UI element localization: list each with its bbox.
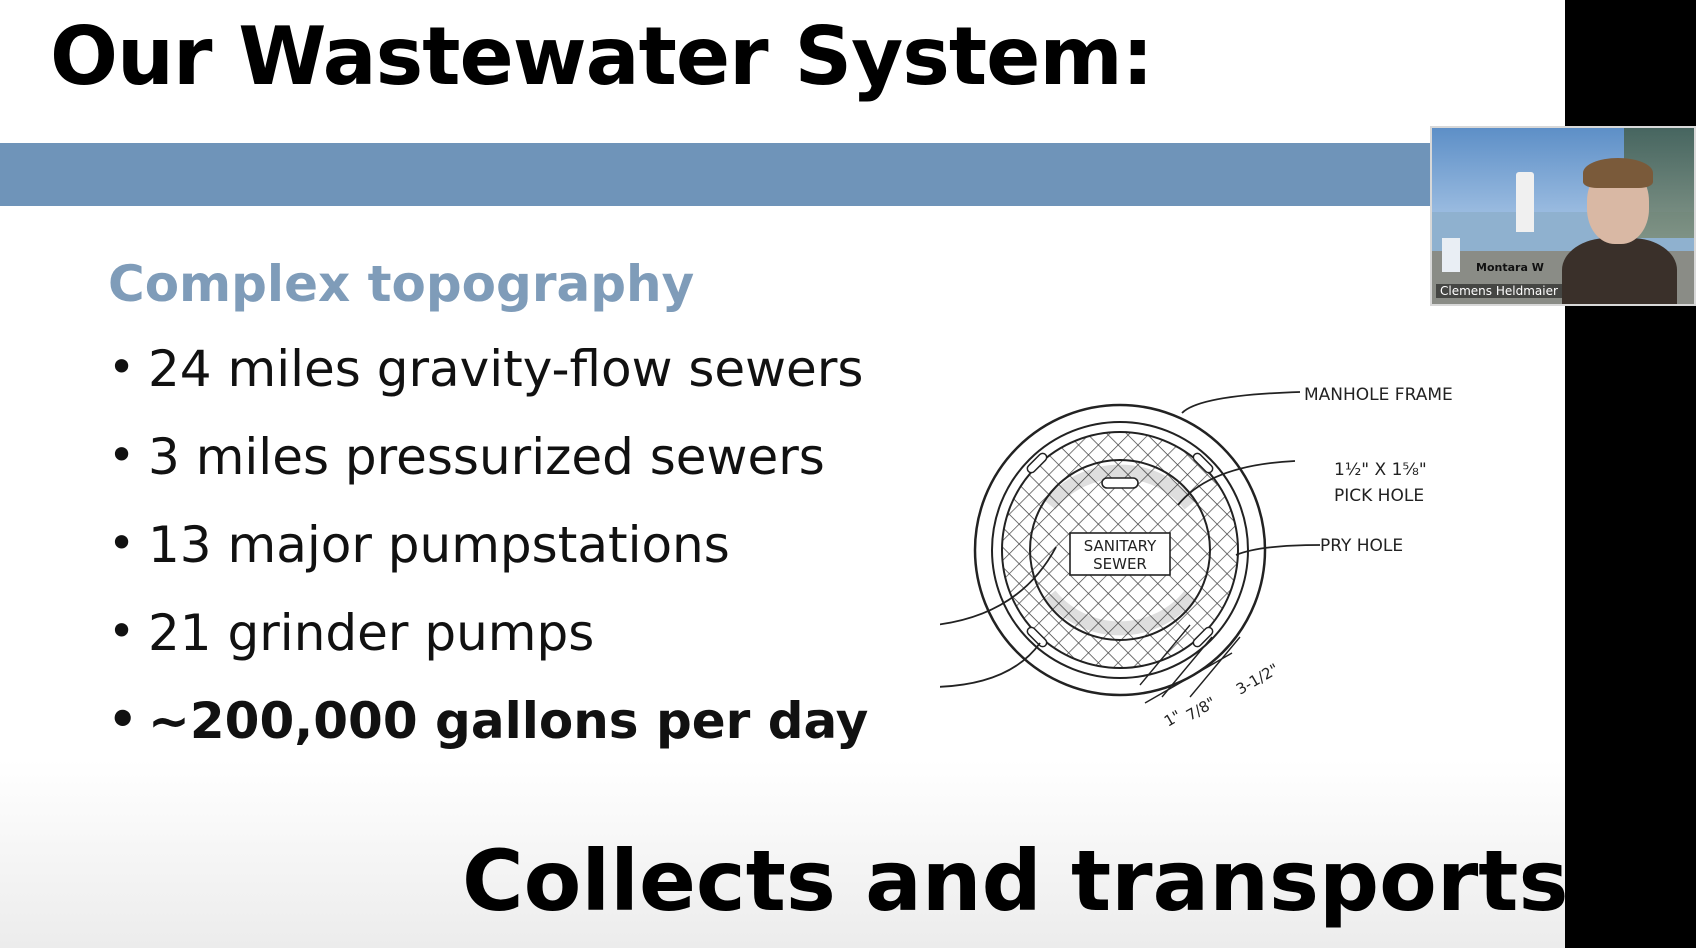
label-dim-3: 3-1/2" [1233, 660, 1282, 699]
slide-subtitle: Complex topography [108, 255, 695, 313]
bullet-item: •13 major pumpstations [108, 516, 730, 574]
participant-avatar [1557, 158, 1677, 304]
cover-arc-bottom [1044, 590, 1196, 636]
participant-video-tile[interactable]: Montara W Clemens Heldmaier [1430, 126, 1696, 306]
title-band [0, 143, 1565, 206]
bullet-dot: • [108, 692, 138, 746]
bullet-dot: • [108, 340, 136, 394]
bullet-dot: • [108, 428, 136, 482]
manhole-diagram: SANITARY SEWER MANHOLE FRAME 1½" X 1⅝" P… [940, 385, 1453, 731]
lighthouse-logo-icon [1442, 238, 1460, 272]
leader-pry-hole [1235, 544, 1321, 556]
label-pry-hole: PRY HOLE [1320, 536, 1403, 556]
bullet-list: •24 miles gravity-flow sewers •3 miles p… [108, 340, 868, 780]
frame-inner-ring [991, 421, 1249, 679]
pry-slot [1192, 452, 1214, 474]
pry-slot [1192, 626, 1214, 648]
slide-bottom-fade [0, 760, 1565, 948]
label-manhole-frame: MANHOLE FRAME [1304, 385, 1453, 405]
bullet-item: •~200,000 gallons per day [108, 692, 869, 750]
lighthouse-image [1516, 172, 1534, 232]
bullet-item: •21 grinder pumps [108, 604, 595, 662]
bullet-dot: • [108, 604, 136, 658]
cover-inner-ring [1029, 459, 1211, 641]
pick-hole [1101, 477, 1139, 489]
bullet-item: •3 miles pressurized sewers [108, 428, 825, 486]
bullet-dot: • [108, 516, 136, 570]
frame-outer-ring [973, 403, 1267, 697]
dimension-lines [1139, 624, 1241, 698]
leader-pick-hole [1177, 460, 1296, 506]
leader-manhole-frame [1181, 391, 1301, 414]
pry-slot [1026, 452, 1048, 474]
presentation-slide: Our Wastewater System: Complex topograph… [0, 0, 1565, 948]
label-pick-hole-size: 1½" X 1⅝" [1334, 460, 1427, 480]
dimension-baseline [1144, 652, 1233, 704]
participant-body [1562, 238, 1677, 304]
slide-title: Our Wastewater System: [50, 10, 1154, 103]
cover-label-line1: SANITARY [1084, 537, 1157, 555]
participant-name: Clemens Heldmaier [1436, 284, 1562, 298]
slide-tagline: Collects and transports… [462, 832, 1565, 930]
cover-arc-top [1044, 464, 1196, 510]
label-dim-1: 1" [1161, 707, 1184, 731]
leader-left-2 [940, 642, 1041, 688]
cover-label-line2: SEWER [1093, 555, 1147, 573]
pry-slot [1026, 626, 1048, 648]
video-logo-label: Montara W [1476, 261, 1544, 274]
label-pick-hole: PICK HOLE [1334, 486, 1424, 506]
label-dim-2: 7/8" [1183, 693, 1219, 724]
bullet-item: •24 miles gravity-flow sewers [108, 340, 864, 398]
leader-left-1 [940, 546, 1057, 626]
participant-hair [1583, 158, 1653, 188]
cover-label-box [1069, 532, 1171, 576]
